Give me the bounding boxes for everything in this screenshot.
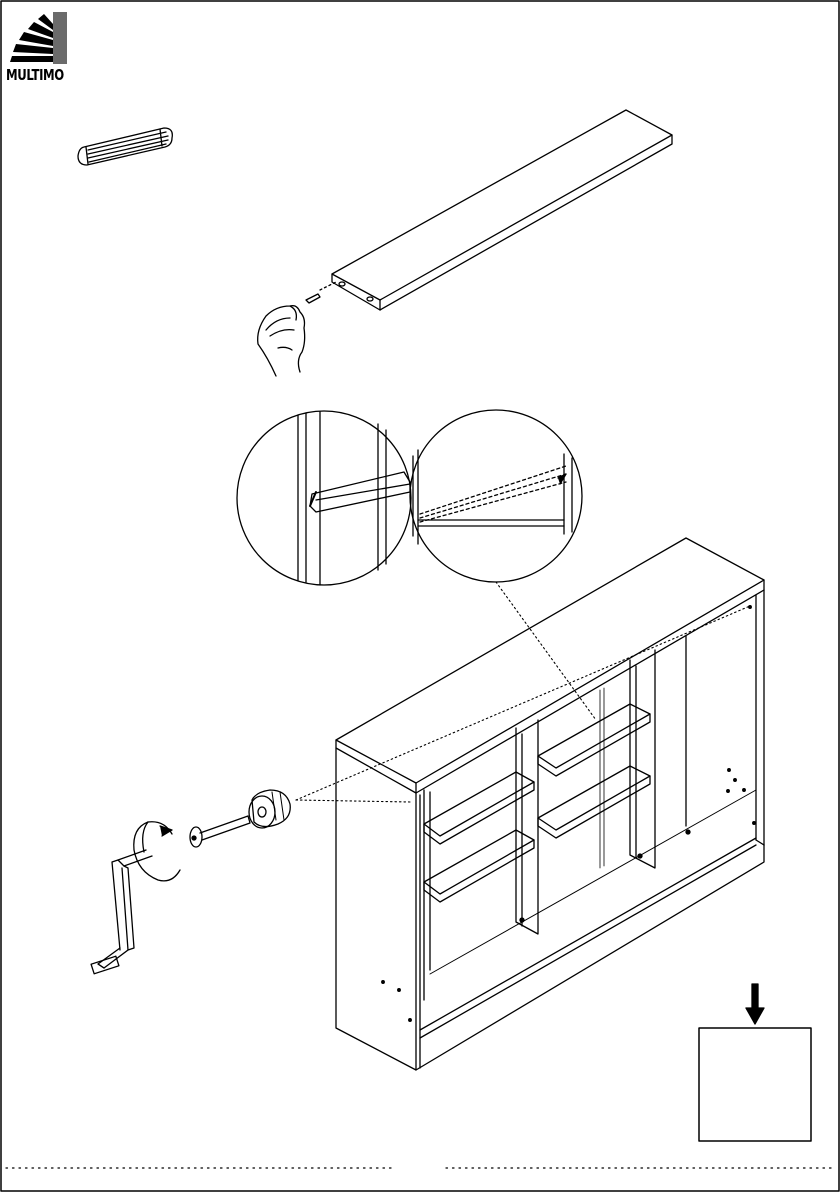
shelf-board: [306, 110, 672, 310]
cam-lock-fitting: [190, 790, 290, 847]
dowel-small: [306, 294, 320, 303]
wooden-dowel-icon: [78, 128, 172, 165]
press-down-indicator: [699, 984, 811, 1141]
bookcase-cabinet: [336, 538, 764, 1070]
dowel-hole: [367, 297, 373, 301]
detail-circle-shelf: [237, 411, 411, 585]
detail-circle-connection: [410, 410, 582, 582]
hand-icon: [258, 306, 305, 376]
leader-lines: [296, 582, 750, 802]
dowel-hole: [339, 282, 345, 286]
